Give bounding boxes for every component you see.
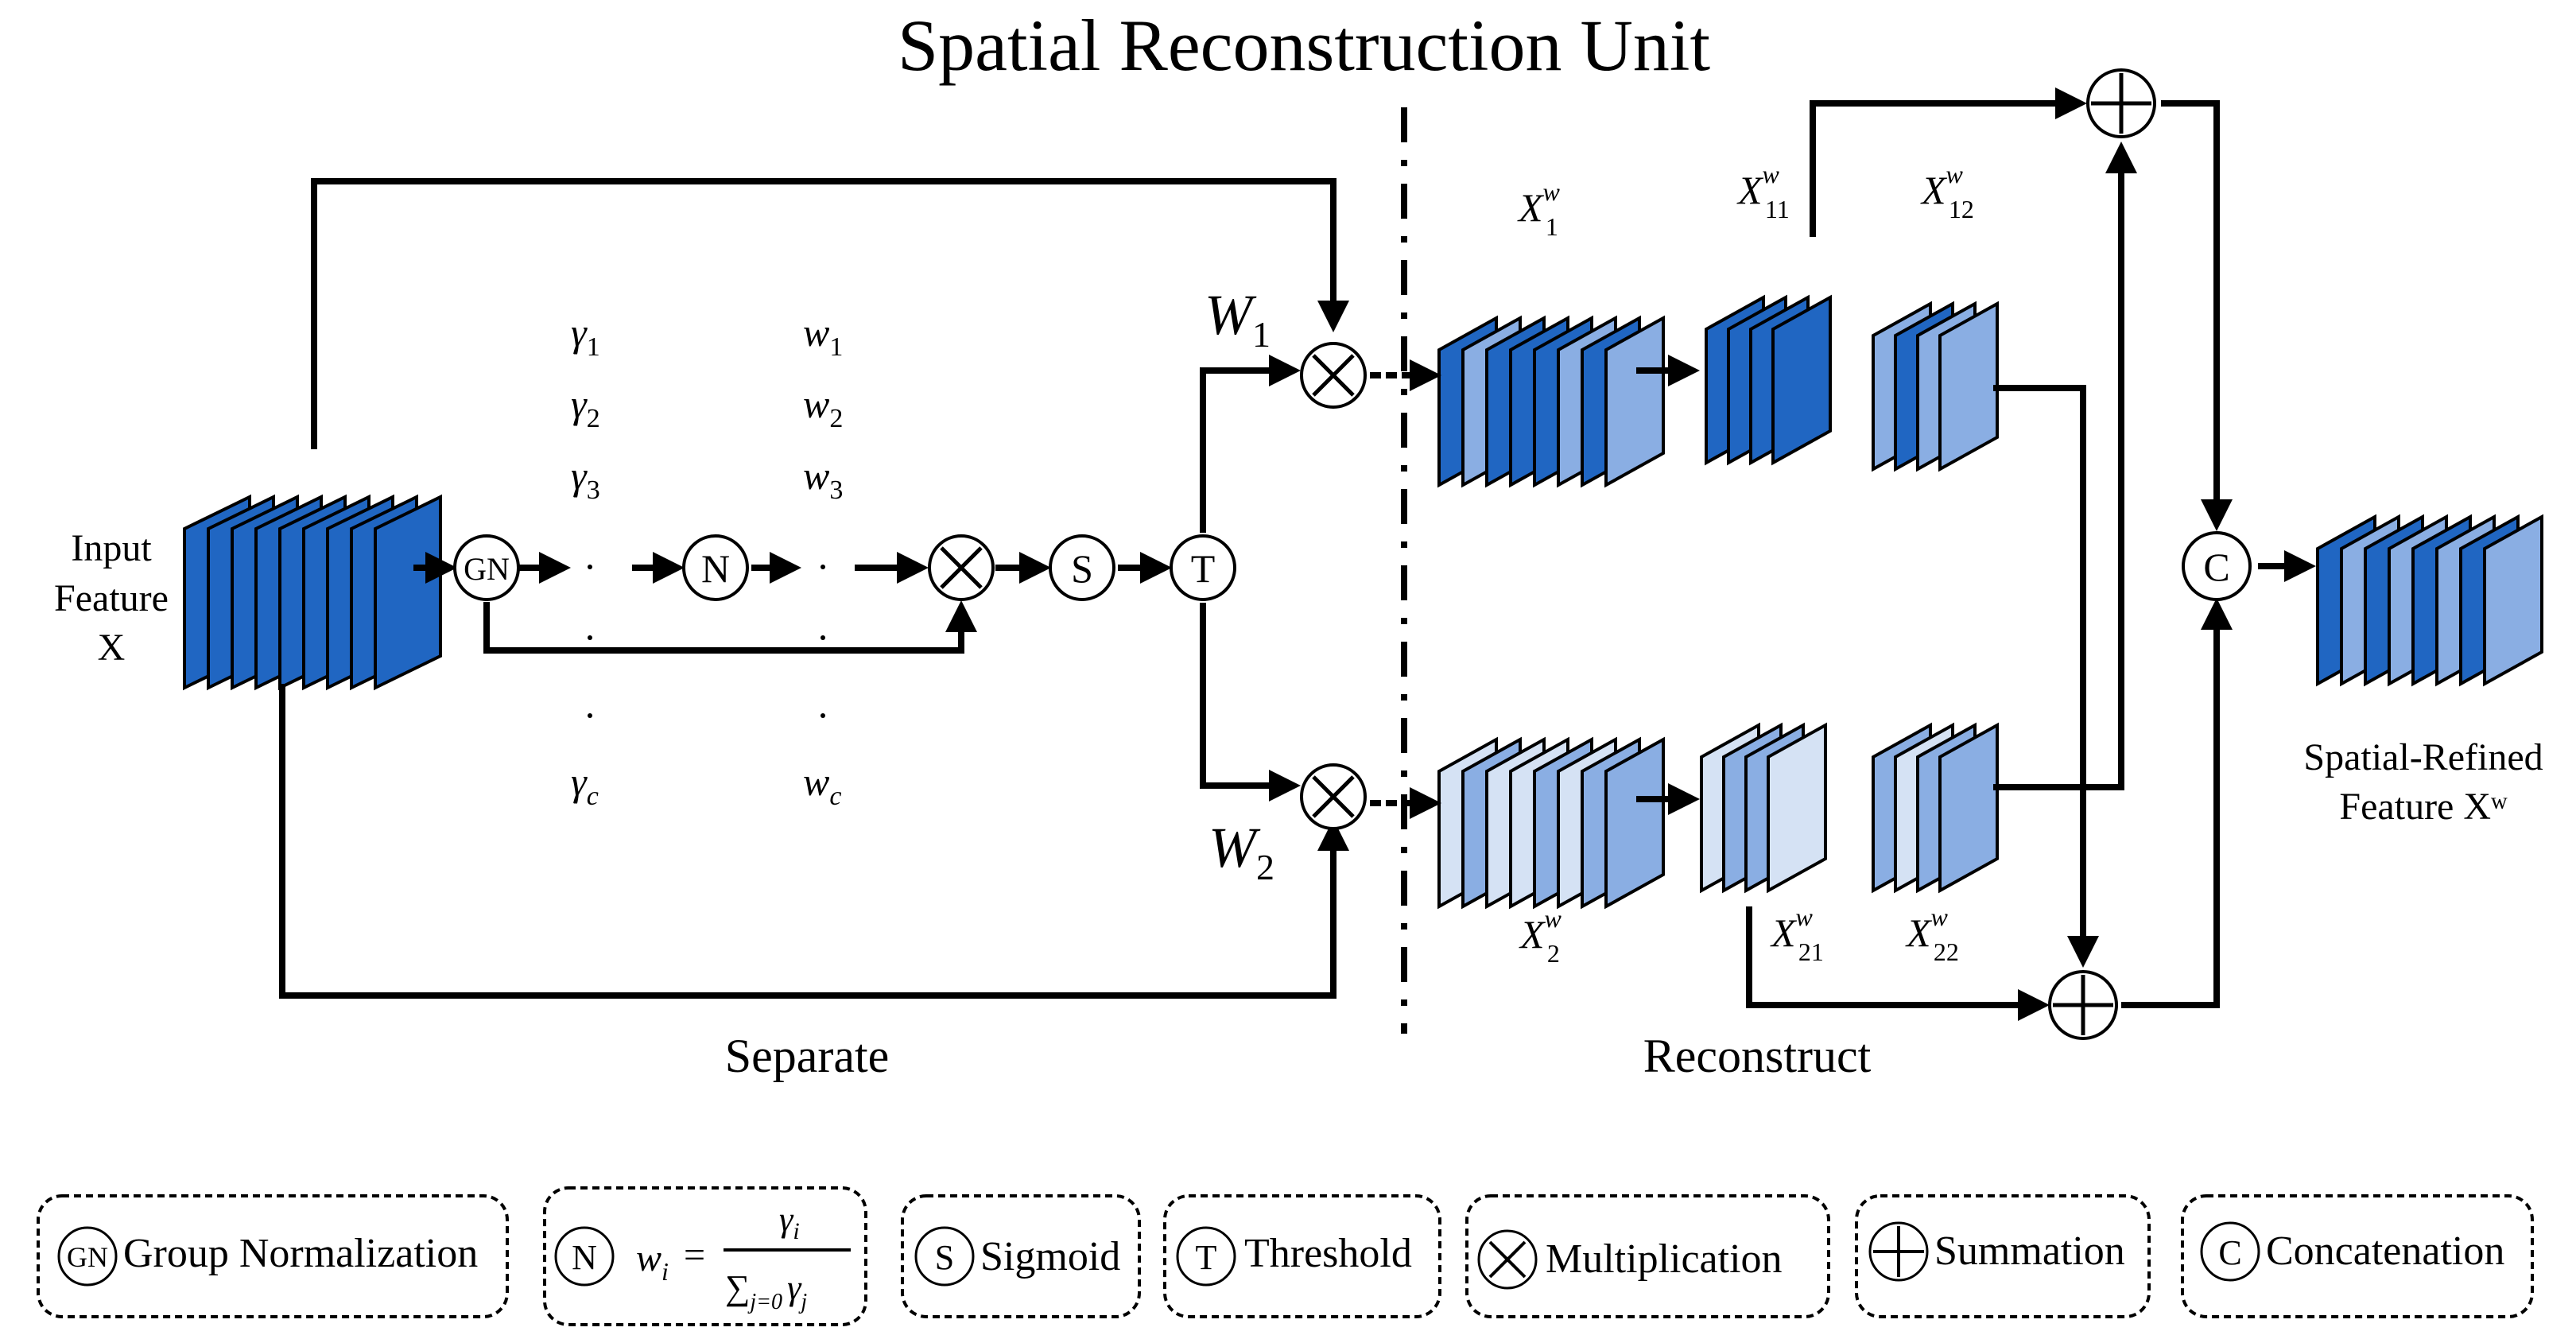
node-c-label: C [2203, 545, 2229, 589]
node-mult-center [928, 534, 995, 601]
node-sum-top [2086, 68, 2156, 138]
section-reconstruct-label: Reconstruct [1643, 1030, 1872, 1082]
gamma-column: γ1 γ2 γ3 γc [571, 310, 600, 811]
x22-to-sum1-line [1993, 142, 2137, 790]
node-n-label: N [701, 546, 730, 591]
node-gn: GN [453, 534, 520, 601]
input-stack-slab [374, 494, 442, 691]
node-gn-label: GN [464, 551, 510, 587]
node-t-label: T [1191, 546, 1216, 591]
x2-stack [1437, 736, 1665, 910]
legend-gn-text: Group Normalization [123, 1231, 478, 1276]
node-s-label: S [1071, 546, 1093, 591]
output-label: Spatial-Refined Feature Xʷ [2303, 736, 2543, 828]
legend-sum-text: Summation [1934, 1228, 2125, 1274]
t-to-w2-line [1200, 603, 1301, 801]
w-column: w1 w2 w3 wc [803, 310, 843, 811]
t-to-w1-line [1200, 355, 1301, 533]
legend-gn-symbol: GN [67, 1241, 108, 1273]
legend-s-symbol: S [935, 1238, 954, 1277]
legend-c-text: Concatenation [2266, 1228, 2504, 1274]
node-n: N [682, 534, 749, 601]
node-t: T [1170, 534, 1236, 601]
input-label-line1: Input [71, 527, 152, 569]
legend-n-symbol: N [572, 1238, 597, 1277]
input-label-line3: X [98, 627, 126, 669]
x12-stack-slab [1938, 301, 1999, 472]
legend-sum: Summation [1855, 1194, 2151, 1318]
x22-stack [1872, 722, 1999, 894]
x11-stack [1705, 294, 1832, 466]
skip-top-line [311, 178, 1349, 449]
output-label-line2: Feature Xʷ [2339, 786, 2508, 828]
x1-stack [1437, 315, 1665, 488]
x1-stack-slab [1604, 315, 1665, 488]
x21-stack [1700, 722, 1827, 894]
legend-t-text: Threshold [1244, 1231, 1412, 1276]
output-stack-slab [2483, 514, 2543, 687]
x11-to-sum1-line [1810, 87, 2087, 237]
sum1-to-c-line [2161, 100, 2233, 531]
gamma-1: γ1 [571, 310, 600, 362]
legend-s-text: Sigmoid [980, 1234, 1120, 1279]
diagram-title: Spatial Reconstruction Unit [898, 5, 1711, 86]
sum2-to-c-line [2121, 598, 2233, 1008]
x21-stack-slab [1767, 722, 1827, 894]
w-ellipsis [821, 565, 825, 718]
input-label-line2: Feature [54, 577, 169, 619]
legend-n-lhs: wi [636, 1237, 669, 1286]
legend-gn: GN Group Normalization [37, 1194, 509, 1318]
legend-mult-text: Multiplication [1546, 1236, 1783, 1282]
legend-n-numerator: γi [779, 1200, 800, 1244]
weight-w2-label: W2 [1208, 816, 1274, 887]
w-c: wc [803, 759, 841, 811]
legend-t: T Threshold [1163, 1194, 1441, 1318]
legend-t-symbol: T [1196, 1238, 1217, 1277]
node-c: C [2182, 531, 2252, 601]
x22-stack-slab [1938, 722, 1999, 894]
skip-bottom-line [279, 684, 1349, 999]
output-label-line1: Spatial-Refined [2303, 736, 2543, 778]
w-3: w3 [803, 453, 843, 505]
x12-stack [1872, 301, 1999, 472]
input-label: Input Feature X [54, 527, 169, 669]
w-2: w2 [803, 382, 843, 433]
legend-s: S Sigmoid [901, 1194, 1141, 1318]
legend-c: C Concatenation [2181, 1194, 2534, 1318]
legend-c-symbol: C [2218, 1233, 2241, 1272]
legend-mult: Multiplication [1465, 1194, 1830, 1318]
input-stack [183, 494, 442, 691]
feature-stacks [183, 294, 2543, 910]
node-mult-w2 [1300, 763, 1367, 830]
x12-to-sum2-line [1993, 385, 2099, 968]
x21-to-sum2-line [1746, 906, 2050, 1021]
x2-stack-slab [1604, 736, 1665, 910]
output-stack [2316, 514, 2543, 687]
weight-w1-label: W1 [1205, 283, 1271, 355]
w-1: w1 [803, 310, 843, 362]
gamma-c: γc [571, 759, 599, 811]
gamma-3: γ3 [571, 453, 600, 505]
node-mult-w1 [1300, 342, 1367, 409]
x11-stack-slab [1771, 294, 1832, 466]
node-s: S [1049, 534, 1115, 601]
gamma-ellipsis [588, 565, 592, 718]
legend-n-equals: = [684, 1234, 705, 1276]
node-sum-bottom [2048, 970, 2118, 1040]
connection-lines [279, 87, 2316, 1021]
section-separate-label: Separate [725, 1030, 890, 1082]
gamma-2: γ2 [571, 382, 600, 433]
gn-bypass-line [483, 600, 977, 654]
